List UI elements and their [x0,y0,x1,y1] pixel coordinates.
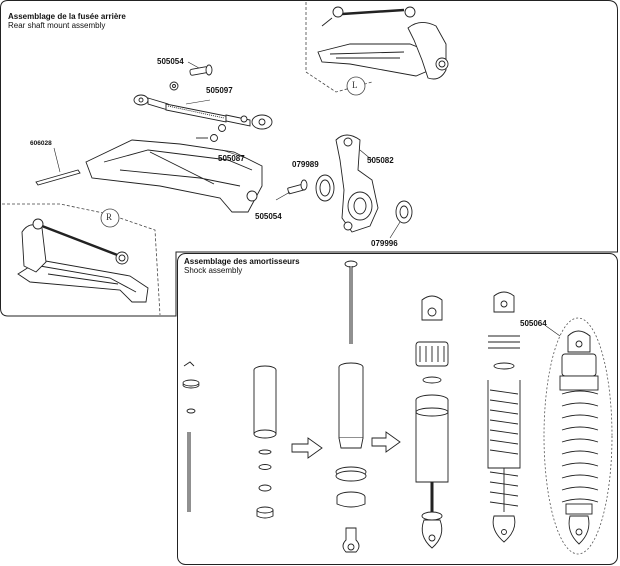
mini-assembly-r [17,218,149,303]
shaft-606028 [35,169,81,186]
part-label-079989: 079989 [292,160,319,169]
lower-arm-505087 [85,139,263,213]
view-l-label: L [352,80,358,90]
shock-section-subtitle: Shock assembly [184,266,243,275]
arrow-1 [291,437,323,459]
view-l-circle [346,76,366,96]
shock-section-title: Assemblage des amortisseurs [184,257,300,266]
part-label-505054-top: 505054 [157,57,184,66]
part-label-079996: 079996 [371,239,398,248]
rear-section-title: Assemblage de la fusée arrière [8,12,126,21]
rear-frame [0,0,618,317]
callout-l-dashed [305,2,373,93]
shock-highlight-ellipse [543,317,613,555]
screws-small [196,124,226,142]
arrow-2 [371,431,401,453]
bearing-upper [315,174,335,202]
complete-shock-505064 [559,330,599,545]
turnbuckle-505097 [133,94,273,130]
part-label-505054-bottom: 505054 [255,212,282,221]
column1-small-parts [182,361,200,512]
view-r-label: R [106,212,113,222]
screw-079989 [287,179,308,195]
mini-assembly-l [317,6,449,80]
pin-505054-top [189,64,213,76]
bearing-079996 [395,200,413,224]
column4-assembled [415,295,449,549]
part-label-606028: 606028 [30,140,52,147]
part-label-505082: 505082 [367,156,394,165]
column3-shaft-body [335,260,367,553]
hub-carrier-505082 [335,134,379,233]
part-label-505064: 505064 [520,319,547,328]
column2-shock-body [253,365,277,519]
column5-spring-body [487,291,521,543]
rear-section-subtitle: Rear shaft mount assembly [8,21,106,30]
view-r-circle [100,208,120,228]
part-label-505097: 505097 [206,86,233,95]
part-label-505087: 505087 [218,154,245,163]
nut-small [169,81,179,91]
shock-frame [177,253,618,565]
